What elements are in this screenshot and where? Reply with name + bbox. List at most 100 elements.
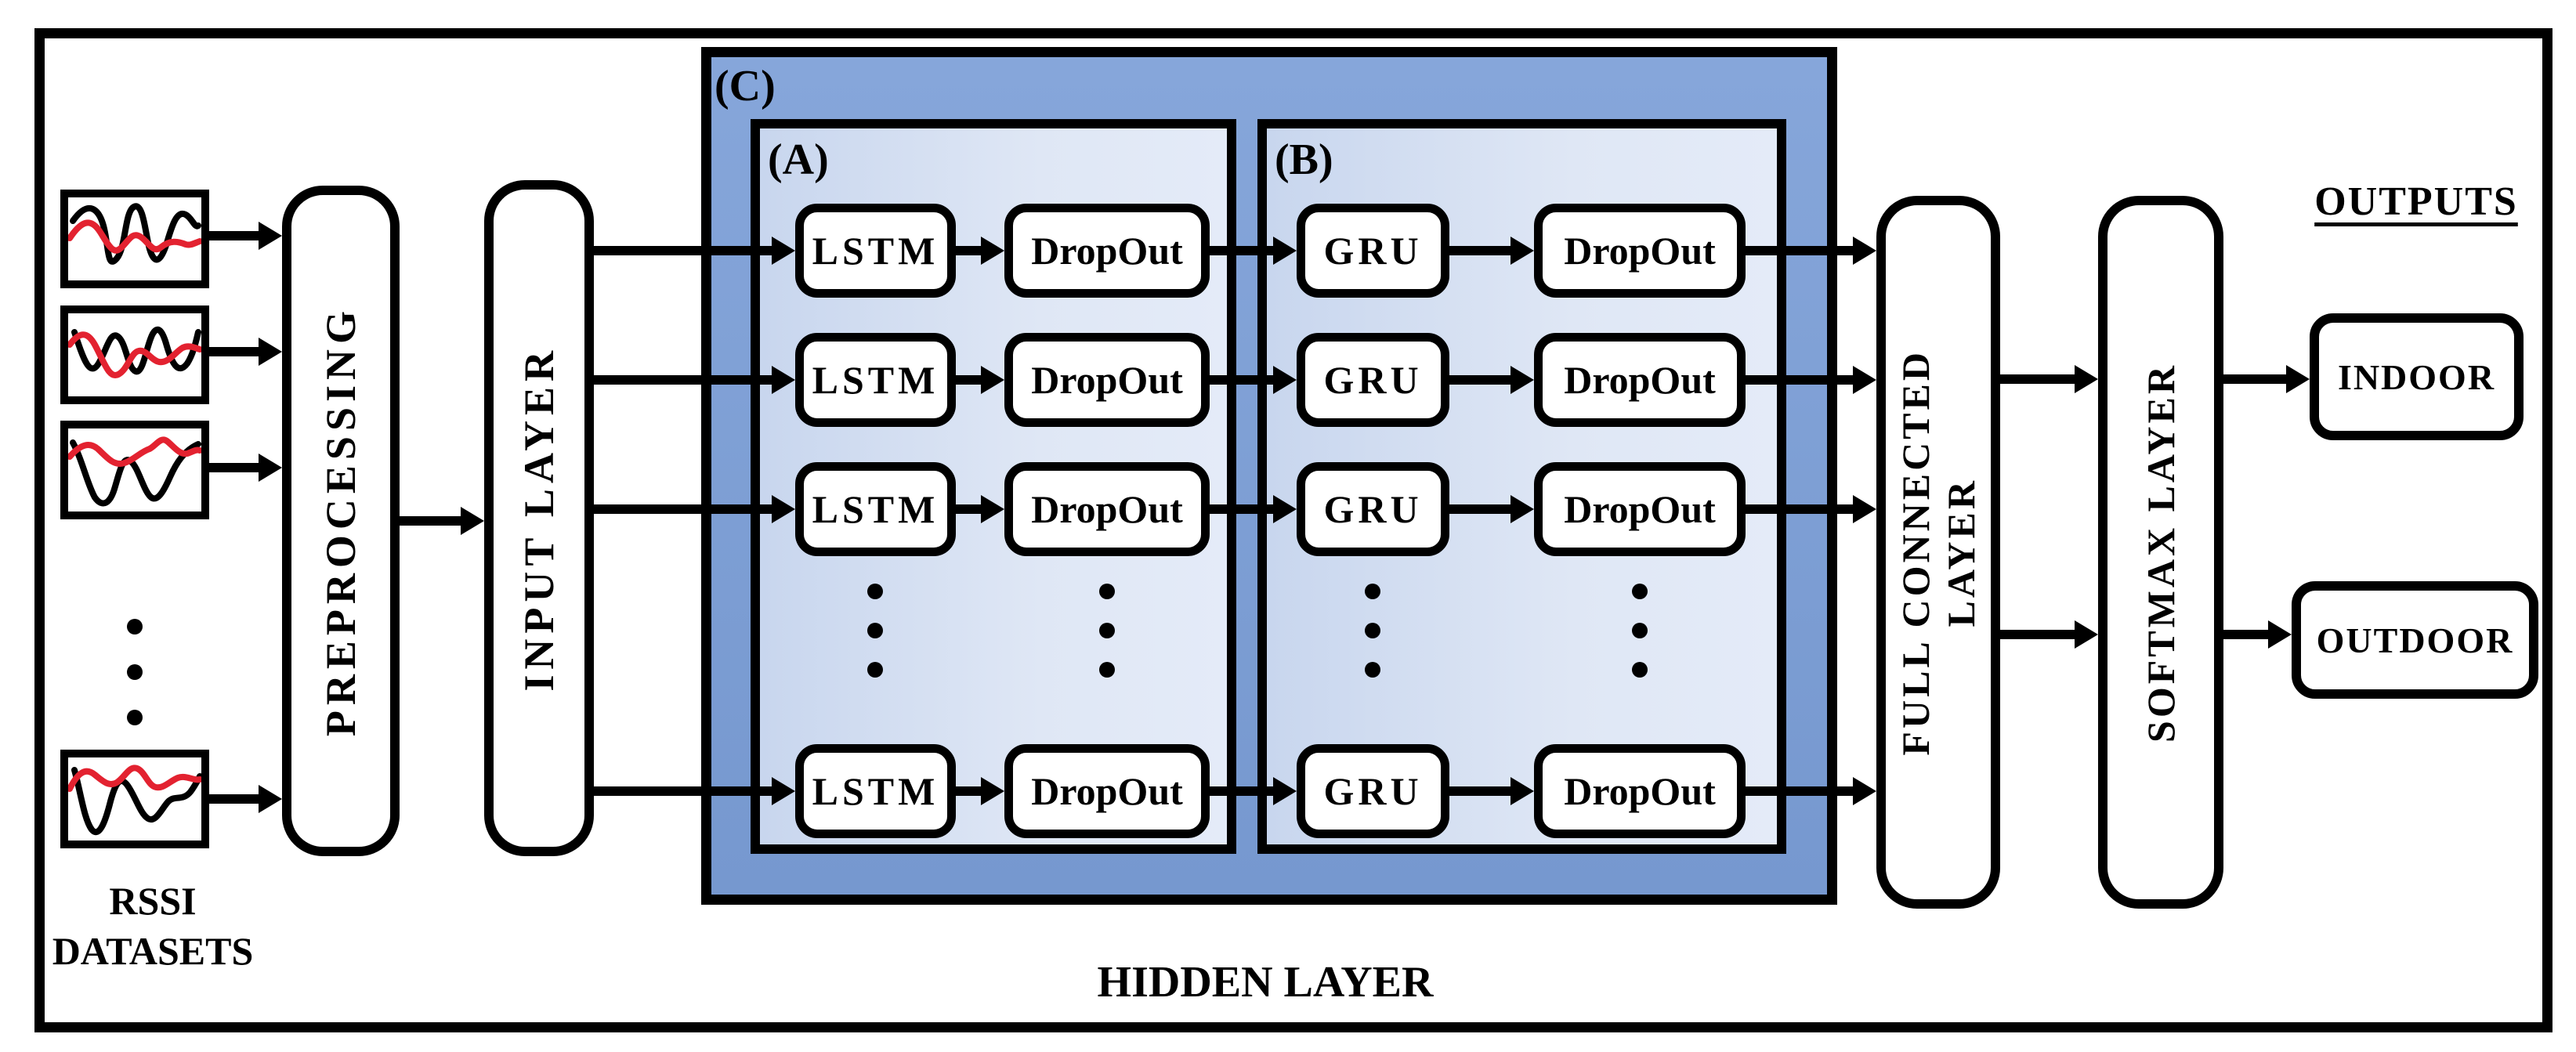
- dropout-b-block-1: DropOut: [1534, 204, 1746, 298]
- rssi-datasets-label: RSSI DATASETS: [24, 876, 282, 976]
- lstm-block-2: LSTM: [795, 333, 956, 427]
- ellipsis-dot: [1099, 584, 1115, 599]
- gru-block-2: GRU: [1297, 333, 1449, 427]
- dropout-b-block-4: DropOut: [1534, 744, 1746, 838]
- arrow: [2000, 620, 2098, 649]
- arrow: [592, 495, 795, 523]
- arrow: [1746, 366, 1876, 394]
- input-layer-label: INPUT LAYER: [516, 345, 563, 692]
- preprocessing-label: PREPROCESSING: [317, 305, 364, 737]
- gru-block-4: GRU: [1297, 744, 1449, 838]
- rssi-signal-thumbnail-1: [60, 190, 209, 288]
- arrow: [1449, 777, 1534, 805]
- gru-label: GRU: [1323, 487, 1423, 531]
- lstm-block-3: LSTM: [795, 462, 956, 556]
- outdoor-output-box: OUTDOOR: [2292, 581, 2538, 699]
- ellipsis-dot: [867, 662, 883, 678]
- gru-label: GRU: [1323, 769, 1423, 813]
- arrow: [1449, 366, 1534, 394]
- full-connected-label-line2: LAYER: [1939, 477, 1983, 627]
- group-b-label: (B): [1275, 136, 1333, 184]
- arrow: [592, 366, 795, 394]
- arrow: [209, 454, 282, 482]
- dropout-label: DropOut: [1564, 358, 1716, 402]
- rssi-label-line1: RSSI: [109, 879, 197, 923]
- gru-label: GRU: [1323, 229, 1423, 273]
- lstm-label: LSTM: [812, 769, 939, 813]
- rssi-signal-thumbnail-4: [60, 750, 209, 848]
- arrow: [956, 495, 1004, 523]
- signal-waveform-icon: [68, 203, 201, 265]
- rssi-signal-thumbnail-2: [60, 305, 209, 404]
- arrow: [1210, 237, 1297, 265]
- arrow: [1746, 495, 1876, 523]
- ellipsis-dot: [1365, 623, 1380, 638]
- gru-label: GRU: [1323, 358, 1423, 402]
- ellipsis-dot: [1099, 662, 1115, 678]
- dropout-label: DropOut: [1564, 229, 1716, 273]
- ellipsis-dot: [867, 623, 883, 638]
- dropout-b-block-2: DropOut: [1534, 333, 1746, 427]
- dropout-b-block-3: DropOut: [1534, 462, 1746, 556]
- dropout-label: DropOut: [1031, 229, 1183, 273]
- full-connected-layer-box: FULL CONNECTED LAYER: [1876, 196, 2000, 909]
- arrow: [209, 338, 282, 366]
- softmax-layer-box: SOFTMAX LAYER: [2098, 196, 2223, 909]
- arrow: [956, 777, 1004, 805]
- dropout-a-block-2: DropOut: [1004, 333, 1210, 427]
- dropout-label: DropOut: [1031, 487, 1183, 531]
- indoor-output-box: INDOOR: [2310, 313, 2524, 440]
- arrow: [1746, 237, 1876, 265]
- input-layer-box: INPUT LAYER: [484, 180, 594, 856]
- dropout-a-block-3: DropOut: [1004, 462, 1210, 556]
- rssi-signal-thumbnail-3: [60, 421, 209, 519]
- arrow: [2223, 365, 2310, 393]
- dropout-label: DropOut: [1031, 358, 1183, 402]
- arrow: [1210, 777, 1297, 805]
- arrow: [1210, 495, 1297, 523]
- arrow: [209, 222, 282, 250]
- arrow: [1449, 237, 1534, 265]
- arrow: [1210, 366, 1297, 394]
- full-connected-label-line1: FULL CONNECTED: [1894, 349, 1937, 756]
- dropout-a-block-1: DropOut: [1004, 204, 1210, 298]
- signal-waveform-icon: [68, 326, 201, 378]
- hidden-layer-label: HIDDEN LAYER: [1097, 958, 1434, 1007]
- ellipsis-dot: [127, 619, 143, 634]
- lstm-block-4: LSTM: [795, 744, 956, 838]
- indoor-label: INDOOR: [2337, 356, 2496, 397]
- signal-waveform-icon: [68, 765, 201, 836]
- arrow: [1449, 495, 1534, 523]
- gru-block-1: GRU: [1297, 204, 1449, 298]
- ellipsis-dot: [1632, 623, 1648, 638]
- arrow: [592, 777, 795, 805]
- arrow: [2000, 365, 2098, 393]
- dropout-label: DropOut: [1031, 769, 1183, 813]
- dropout-label: DropOut: [1564, 487, 1716, 531]
- diagram-frame: [34, 28, 2552, 1032]
- group-c-label: (C): [715, 62, 776, 110]
- group-a-label: (A): [768, 136, 829, 184]
- lstm-label: LSTM: [812, 487, 939, 531]
- arrow: [399, 507, 484, 535]
- outdoor-label: OUTDOOR: [2316, 620, 2514, 660]
- outputs-title: OUTPUTS: [2314, 179, 2518, 224]
- lstm-label: LSTM: [812, 358, 939, 402]
- arrow: [2223, 620, 2292, 649]
- ellipsis-dot: [1365, 662, 1380, 678]
- ellipsis-dot: [1365, 584, 1380, 599]
- arrow: [956, 237, 1004, 265]
- rssi-label-line2: DATASETS: [52, 929, 254, 973]
- ellipsis-dot: [127, 664, 143, 680]
- softmax-layer-label: SOFTMAX LAYER: [2139, 362, 2183, 743]
- preprocessing-box: PREPROCESSING: [282, 186, 400, 856]
- lstm-label: LSTM: [812, 229, 939, 273]
- dropout-a-block-4: DropOut: [1004, 744, 1210, 838]
- arrow: [209, 785, 282, 813]
- ellipsis-dot: [1632, 662, 1648, 678]
- signal-waveform-icon: [68, 436, 201, 507]
- ellipsis-dot: [1099, 623, 1115, 638]
- arrow: [1746, 777, 1876, 805]
- lstm-block-1: LSTM: [795, 204, 956, 298]
